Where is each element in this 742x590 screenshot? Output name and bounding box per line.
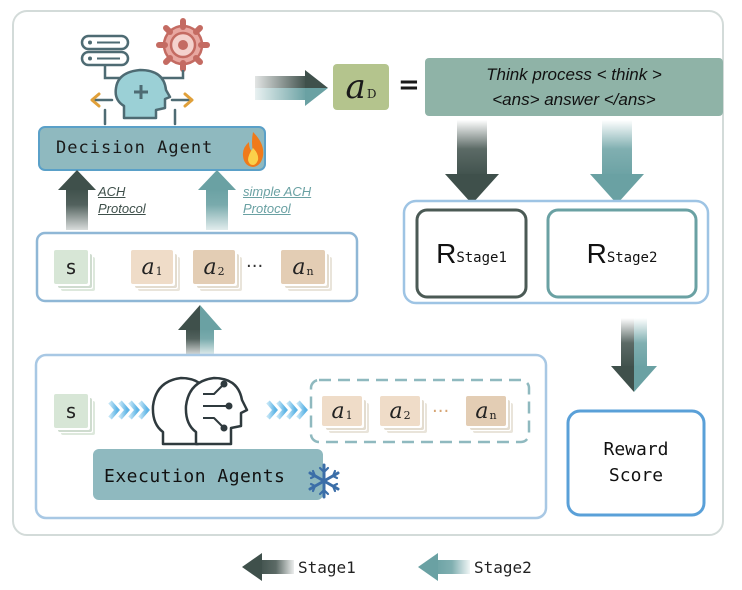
reward-stage2-box: [546, 208, 698, 299]
ach-protocol-line1: ACH: [98, 184, 126, 199]
execution-agents-label: Execution Agents: [104, 466, 286, 487]
arrow-up-stage1-protocol: [58, 170, 96, 230]
execution-actions-dashed-box: [309, 378, 531, 444]
reward-stage1-box: [415, 208, 528, 299]
action-symbol: a: [475, 398, 489, 424]
execution-ellipsis: ···: [432, 401, 450, 422]
reward-stage2-main: R: [586, 237, 607, 269]
arrow-down-to-reward-score: [611, 318, 657, 392]
format-line-1: Think process < think >: [486, 65, 662, 84]
decision-output-symbol: a: [345, 67, 366, 107]
action-subscript: n: [306, 264, 314, 278]
server-icon: [80, 34, 130, 67]
output-format-text: Think process < think > <ans> answer </a…: [425, 62, 723, 112]
simple-ach-protocol-line1: simple ACH: [243, 184, 312, 199]
reward-stage1-sub: Stage1: [456, 249, 507, 266]
ach-protocol-label: ACH Protocol: [98, 183, 146, 217]
decision-agent-box: [38, 126, 266, 171]
decision-output-subscript: D: [366, 87, 377, 101]
reward-score-line2: Score: [608, 465, 664, 486]
execution-agents-box: [93, 449, 323, 500]
simple-ach-protocol-label: simple ACH Protocol: [243, 183, 311, 217]
action-subscript: 2: [403, 408, 411, 422]
action-symbol: a: [331, 398, 345, 424]
format-line-2: <ans> answer </ans>: [492, 90, 656, 109]
fire-icon: [242, 132, 264, 167]
legend-stage1-arrow: [242, 553, 294, 581]
state-chip: s: [54, 250, 88, 284]
legend-stage1-label: Stage1: [298, 558, 356, 577]
action-subscript: 2: [217, 264, 225, 278]
execution-state-label: s: [64, 399, 78, 423]
simple-ach-protocol-line2: Protocol: [243, 201, 291, 216]
arrow-up-execution-to-state: [178, 305, 222, 355]
action-subscript: 1: [155, 264, 163, 278]
reward-score-line1: Reward: [603, 439, 669, 460]
head-icon: [114, 68, 172, 120]
arrow-up-stage2-protocol: [198, 170, 236, 230]
snowflake-icon: [308, 463, 340, 499]
arrow-down-stage1-reward: [445, 120, 499, 204]
state-ellipsis: ···: [246, 256, 264, 277]
ach-protocol-line2: Protocol: [98, 201, 146, 216]
decision-output-box: [333, 64, 389, 110]
reward-score-label: Reward Score: [568, 437, 704, 489]
decision-agent-illustration: [80, 18, 210, 126]
state-label: s: [64, 255, 78, 279]
action-subscript: 1: [345, 408, 353, 422]
arrow-right-to-output: [255, 70, 328, 106]
action-symbol: a: [203, 254, 217, 280]
chevron-arrows-right: [266, 400, 308, 420]
side-arrows-icon: [90, 92, 194, 126]
action-symbol: a: [141, 254, 155, 280]
execution-state-chip: s: [54, 394, 88, 428]
legend-stage2-arrow: [418, 553, 470, 581]
action-subscript: n: [489, 408, 497, 422]
chevron-arrows-left: [108, 400, 150, 420]
decision-agent-label: Decision Agent: [56, 138, 214, 158]
gear-icon: [156, 18, 210, 72]
main-frame: [12, 10, 724, 536]
execution-heads-icon: [151, 376, 249, 446]
action-symbol: a: [292, 254, 306, 280]
arrow-down-stage2-reward: [590, 120, 644, 204]
legend-stage2-label: Stage2: [474, 558, 532, 577]
output-format-box: [425, 58, 723, 116]
equals-sign: =: [398, 70, 420, 100]
action-symbol: a: [389, 398, 403, 424]
reward-stage1-main: R: [436, 237, 457, 269]
reward-stage2-sub: Stage2: [606, 249, 658, 266]
reward-score-box: [566, 409, 706, 517]
